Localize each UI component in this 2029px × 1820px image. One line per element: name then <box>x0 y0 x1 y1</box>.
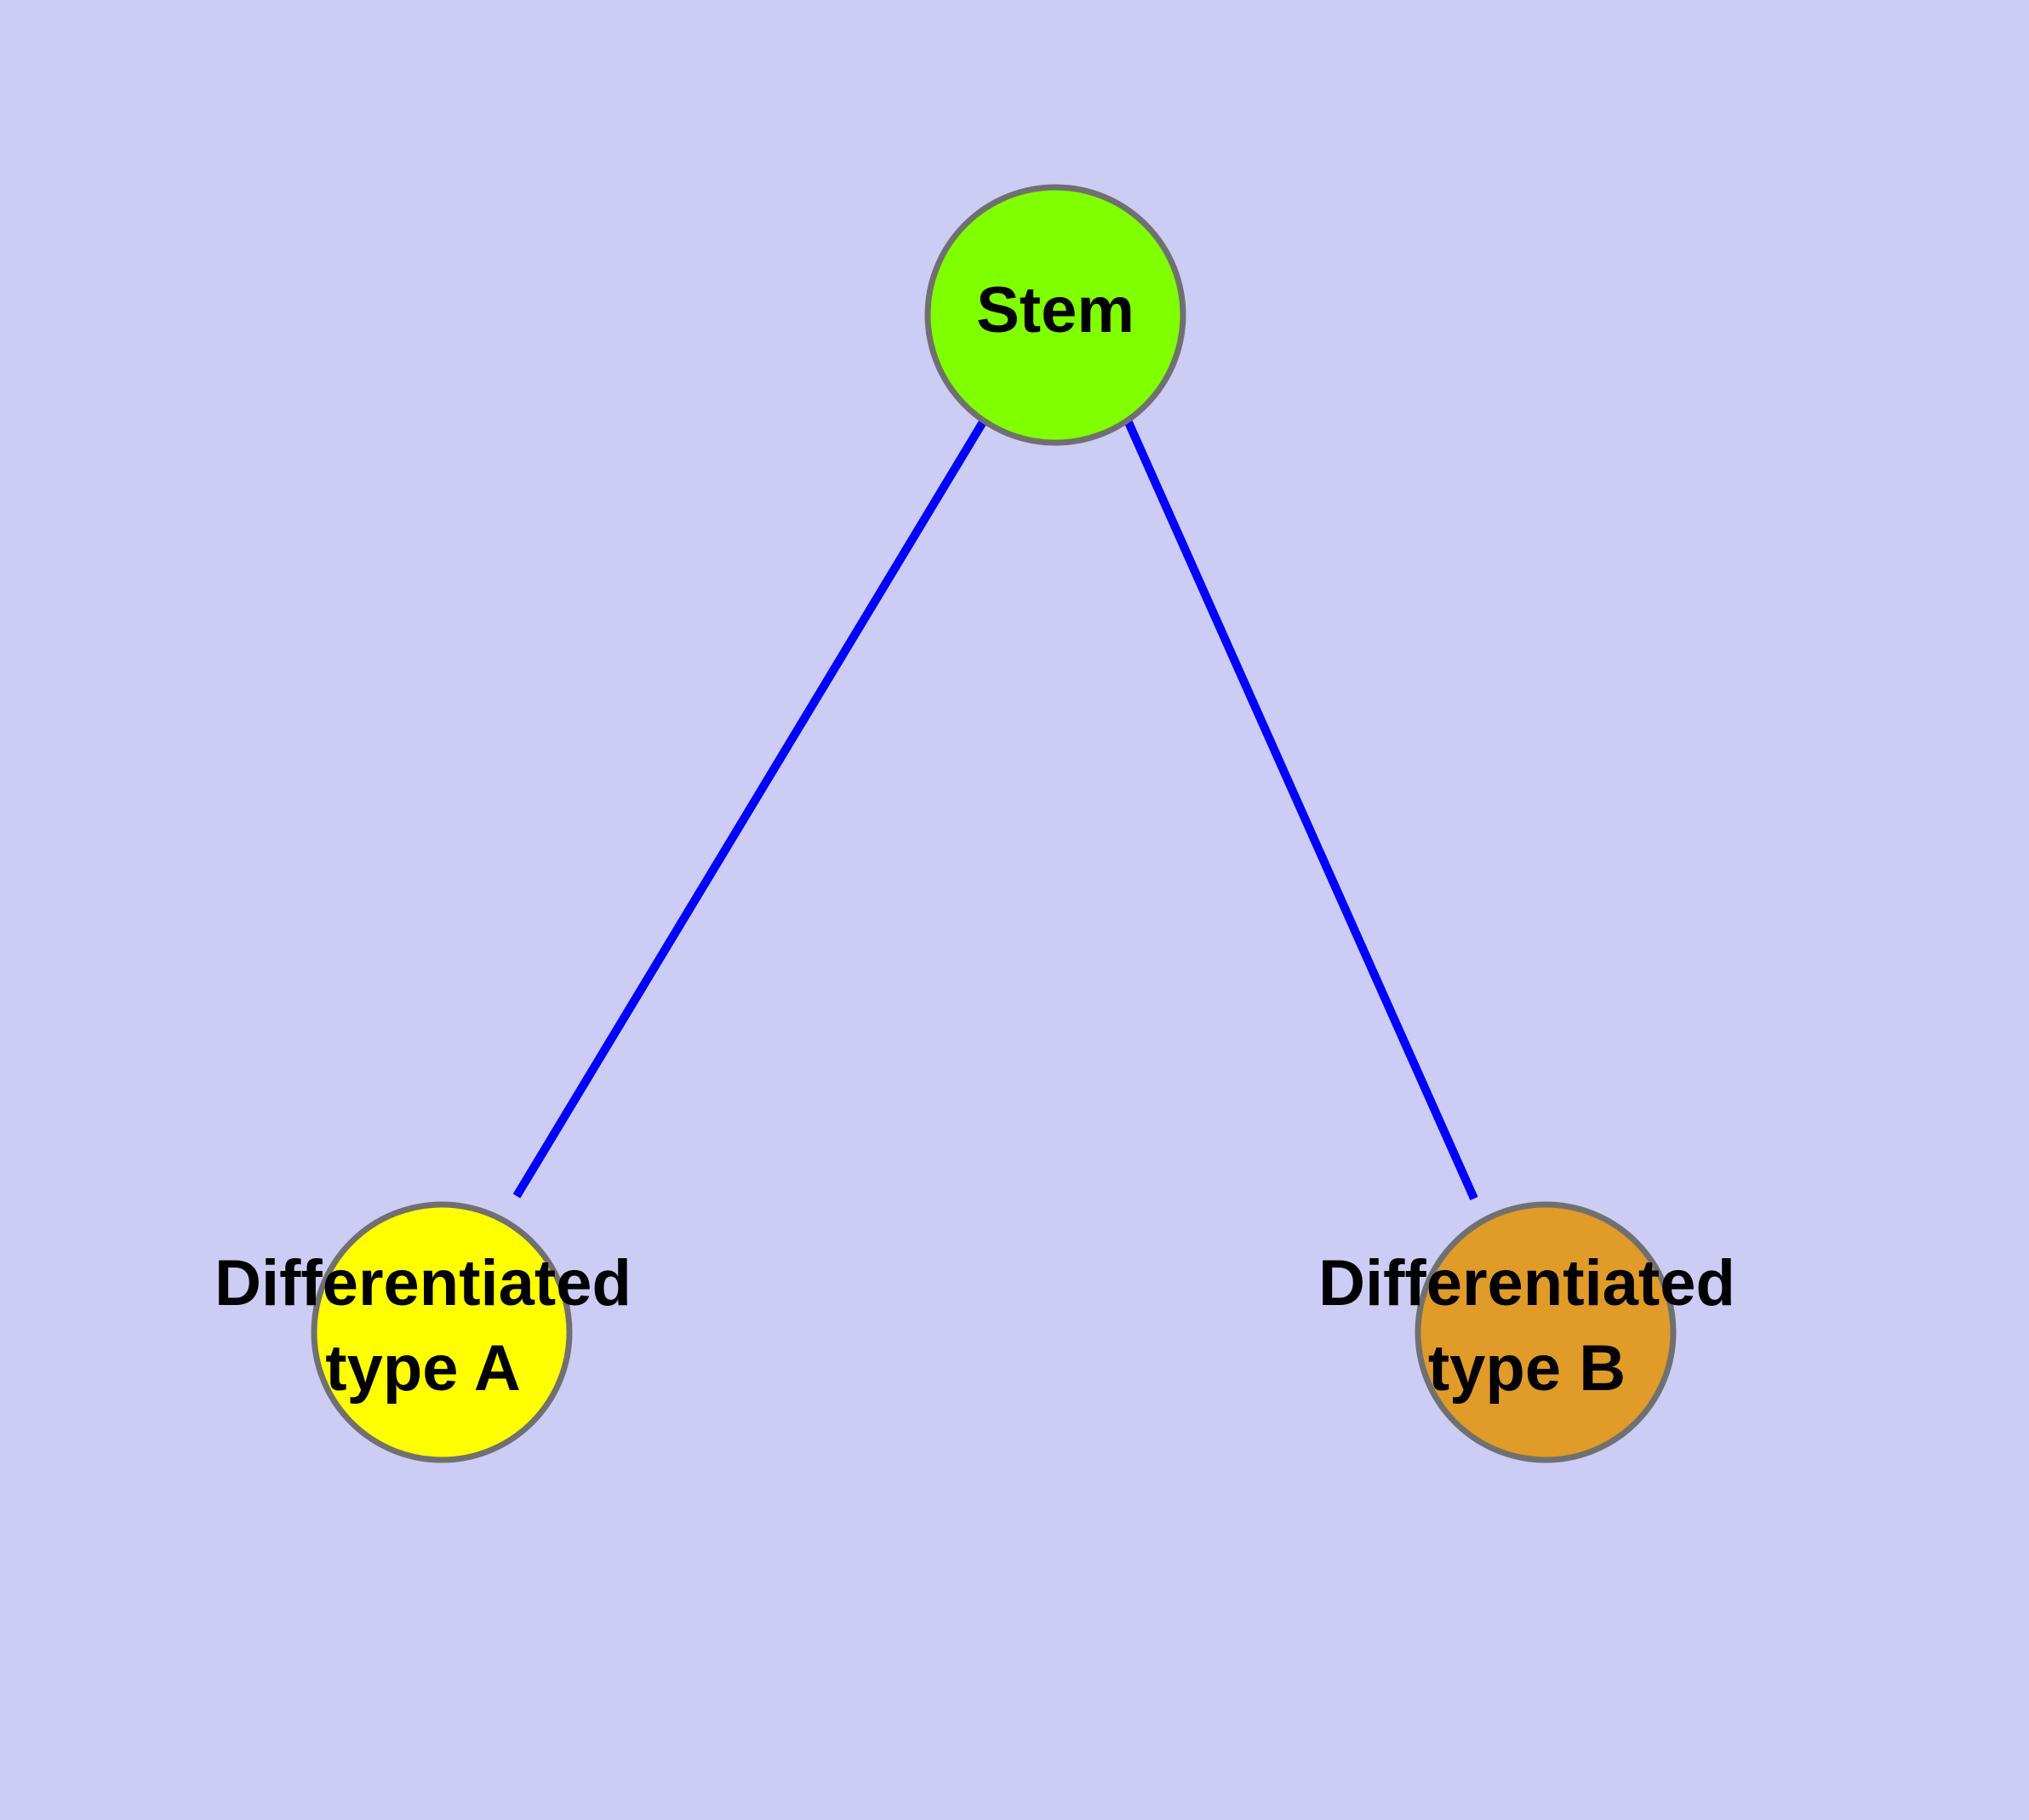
node-circle-differentiated-type-a[interactable] <box>311 1201 573 1463</box>
node-circle-differentiated-type-b[interactable] <box>1415 1201 1677 1463</box>
node-label-differentiated-type-a-line1: Differentiated <box>214 1247 632 1319</box>
node-layer <box>311 184 1677 1463</box>
node-label-differentiated-type-b-line2: type B <box>1428 1332 1626 1405</box>
edge-layer <box>512 418 1478 1201</box>
label-layer: Stem Differentiated type A Differentiate… <box>214 274 1735 1405</box>
node-label-differentiated-type-a-line2: type A <box>325 1332 520 1405</box>
node-label-stem: Stem <box>976 274 1135 346</box>
node-circle-stem[interactable] <box>924 184 1186 446</box>
edge-stem-to-differentiated-a <box>512 418 988 1199</box>
node-label-differentiated-type-b-line1: Differentiated <box>1318 1247 1735 1319</box>
edge-stem-to-differentiated-b <box>1123 418 1478 1201</box>
